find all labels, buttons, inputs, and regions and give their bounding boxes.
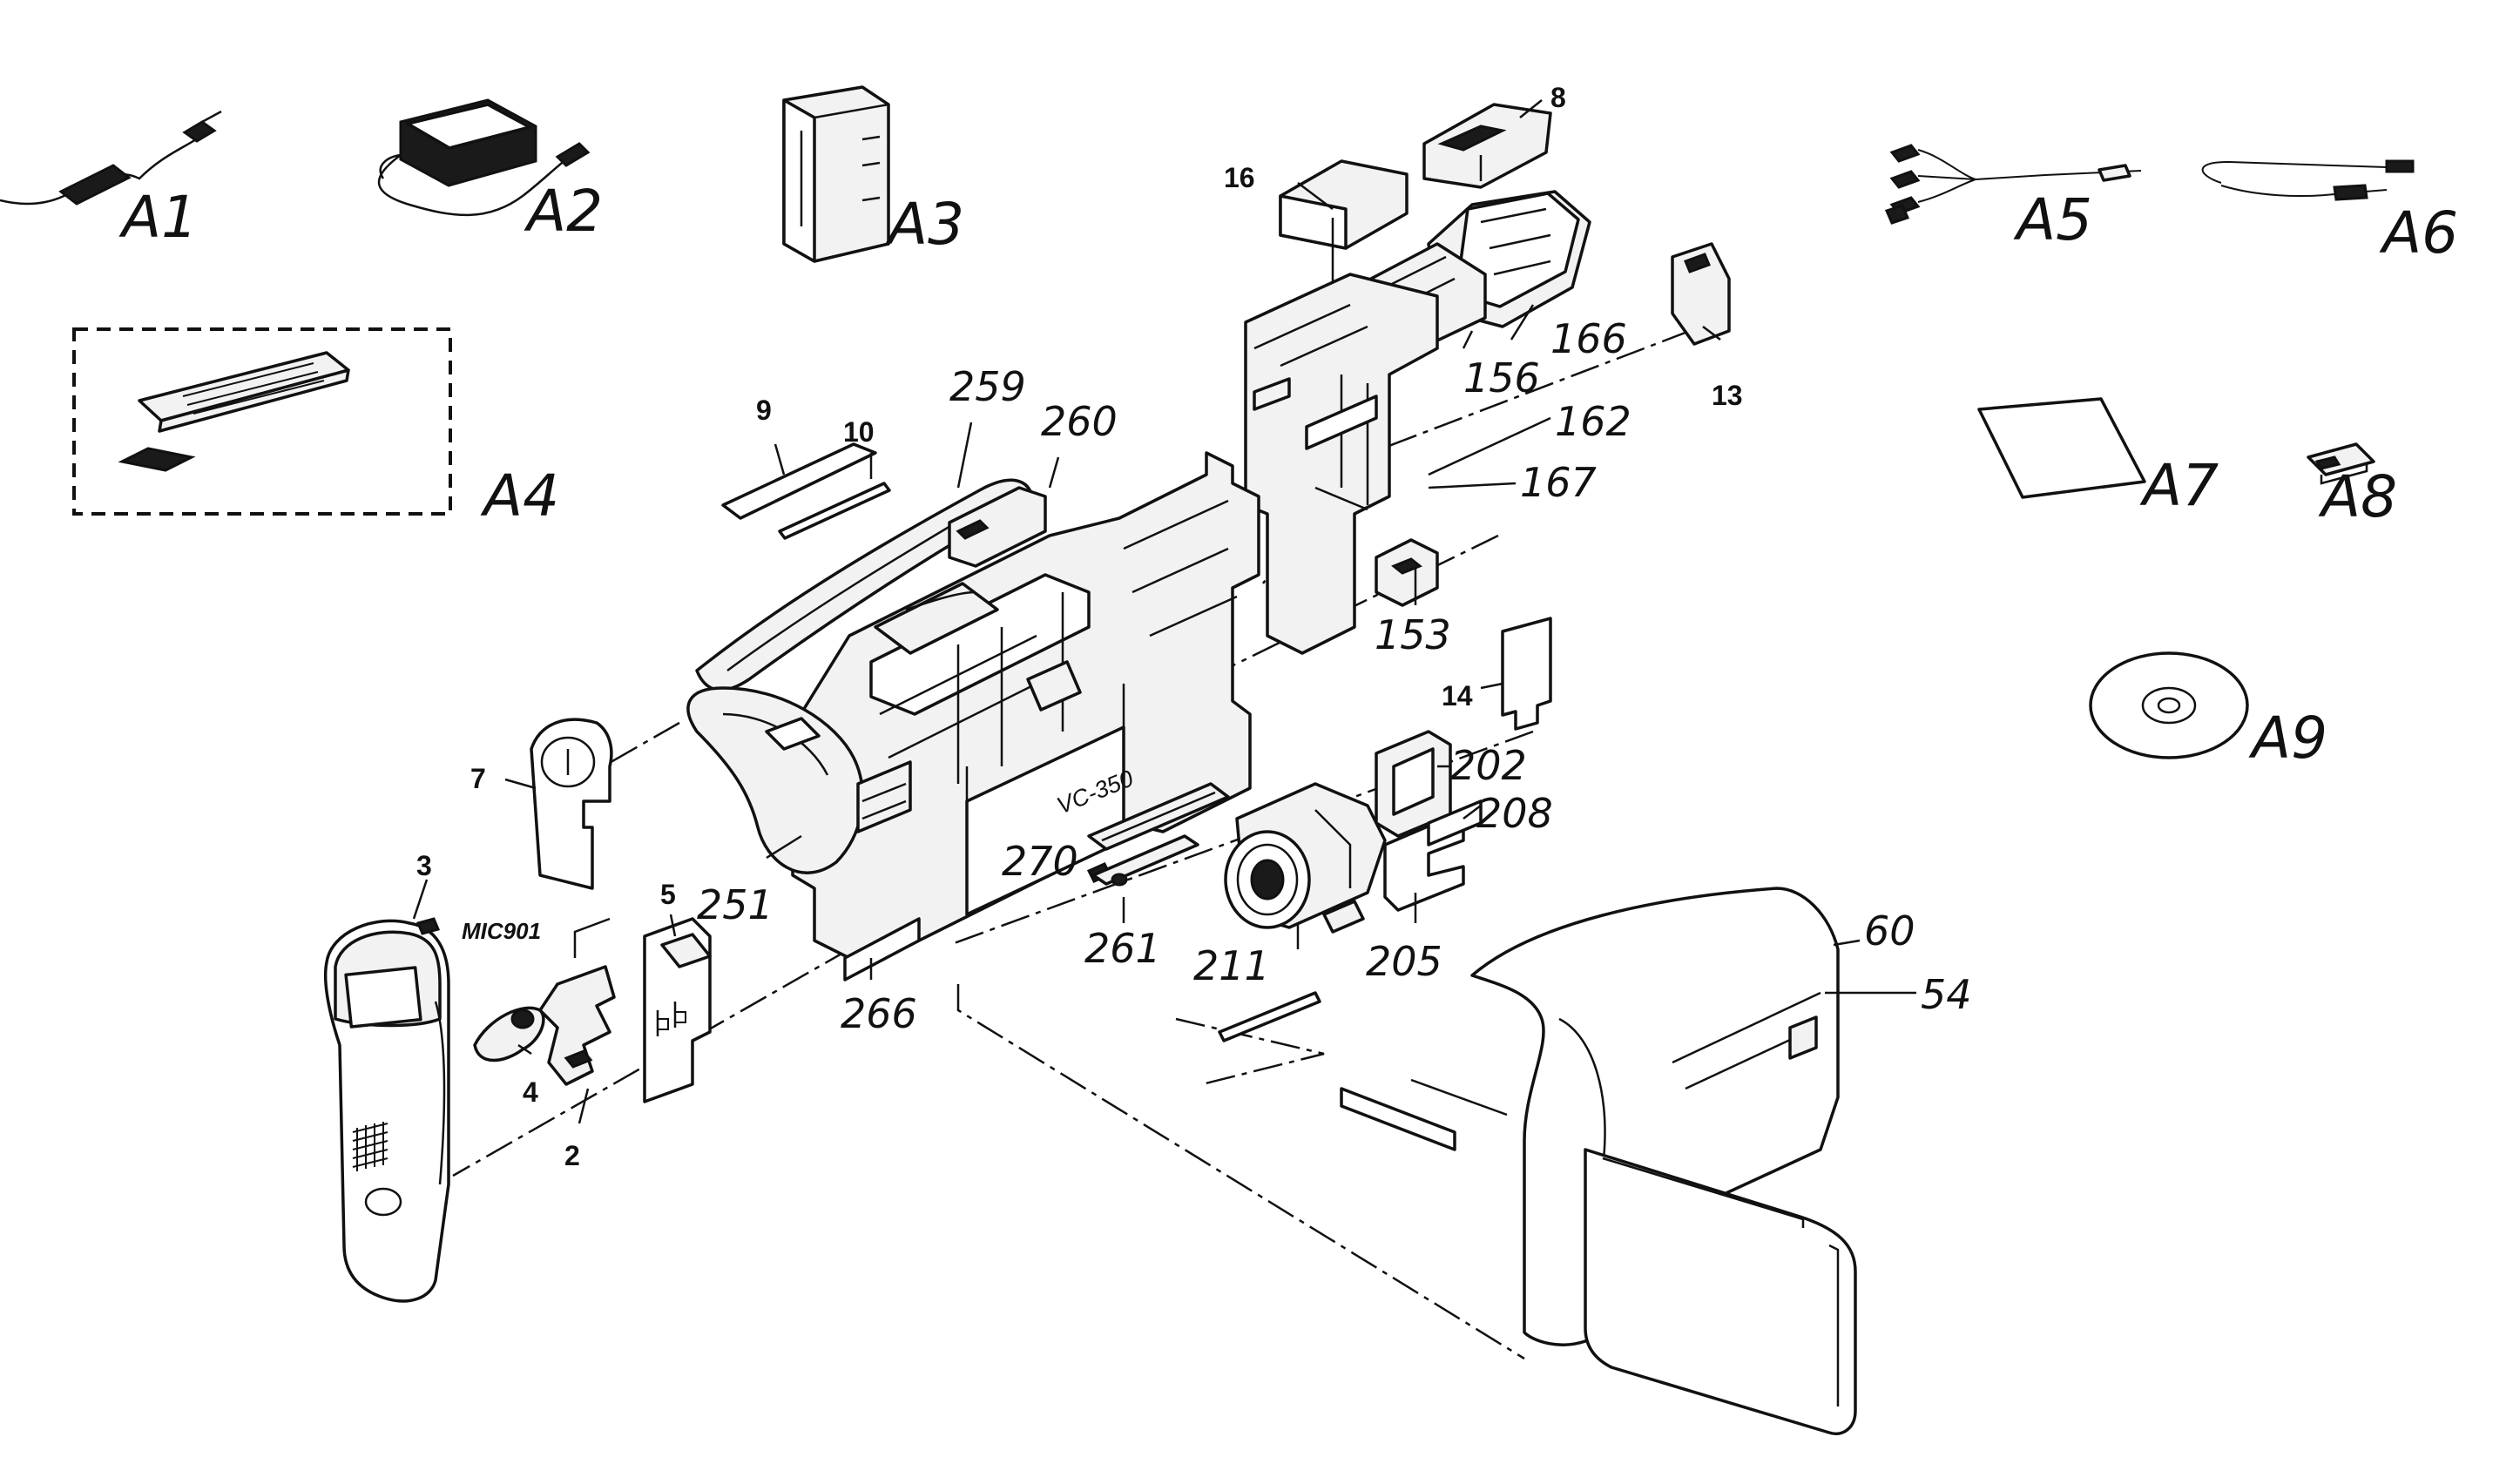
- part-202-bracket: [1375, 730, 1452, 838]
- accessory-a8-clip: [2307, 442, 2375, 485]
- accessory-a4-box: [72, 327, 452, 516]
- label-part-9: 9: [756, 395, 772, 426]
- accessory-a2-ac-adapter: [377, 98, 591, 217]
- part-261-switch: [1091, 834, 1199, 887]
- part-270-cover: [1087, 782, 1230, 851]
- label-mic901: MIC901: [462, 918, 541, 944]
- part-3-front-cover: [323, 917, 450, 1303]
- label-part-54: 54: [1921, 971, 1972, 1018]
- part-211-lens-assembly: [1224, 782, 1387, 934]
- label-part-156: 156: [1463, 354, 1540, 401]
- label-part-2: 2: [564, 1140, 580, 1171]
- label-part-153: 153: [1375, 611, 1451, 658]
- part-153-sensor-holder: [1375, 538, 1439, 607]
- part-9-strip: [721, 442, 877, 520]
- part-13-cover-plate: [1671, 242, 1731, 346]
- part-5-side-bracket: [643, 917, 712, 1103]
- label-a8: A8: [2318, 463, 2397, 530]
- part-16-mount: [1279, 159, 1408, 322]
- main-chassis: [791, 451, 1260, 968]
- label-part-259: 259: [949, 363, 1026, 410]
- accessory-a4-remote: [118, 351, 350, 472]
- viewfinder-chassis: [1244, 273, 1439, 655]
- label-part-3: 3: [416, 850, 432, 881]
- label-part-202: 202: [1450, 742, 1527, 789]
- part-208-sheet: [1427, 799, 1483, 847]
- label-part-211: 211: [1193, 942, 1270, 989]
- label-a1: A1: [118, 184, 198, 251]
- label-a5: A5: [2013, 186, 2092, 253]
- label-part-266: 266: [841, 990, 917, 1037]
- part-14-small-plate: [1501, 617, 1552, 731]
- part-2-circuit-board: [538, 917, 616, 1086]
- label-part-260: 260: [1041, 398, 1118, 445]
- label-a9: A9: [2248, 705, 2327, 772]
- speaker-grille: [352, 1122, 388, 1171]
- lower-flex-cable: [1218, 991, 1321, 1042]
- label-part-251: 251: [697, 881, 773, 928]
- leader-lines: [412, 99, 1916, 1124]
- label-part-205: 205: [1366, 938, 1442, 985]
- accessory-a6-usb-cable: [2201, 159, 2415, 201]
- label-part-208: 208: [1476, 790, 1553, 837]
- accessory-a7-sheet: [1977, 397, 2146, 499]
- label-part-8: 8: [1550, 82, 1566, 113]
- label-part-60: 60: [1864, 907, 1915, 954]
- part-251-board: [856, 760, 912, 833]
- label-part-270: 270: [1002, 838, 1078, 885]
- label-part-4: 4: [523, 1076, 538, 1108]
- label-part-162: 162: [1555, 398, 1631, 445]
- label-a3: A3: [885, 191, 964, 258]
- label-part-10: 10: [843, 416, 875, 448]
- label-part-13: 13: [1712, 380, 1743, 411]
- part-7-lens-cap: [530, 718, 613, 890]
- part-8-top-bracket: [1422, 103, 1552, 189]
- part-4-mic-holder: [473, 1006, 545, 1062]
- accessory-a5-av-cable: [1884, 144, 2142, 225]
- part-54-lcd-panel: [1340, 1078, 1857, 1435]
- part-266-flex-cable: [843, 917, 921, 981]
- label-a2: A2: [524, 178, 603, 245]
- label-part-261: 261: [1084, 925, 1161, 972]
- part-10-strip: [778, 482, 891, 540]
- accessory-a9-disc: [2089, 651, 2249, 759]
- label-part-167: 167: [1520, 459, 1597, 506]
- label-part-166: 166: [1550, 315, 1627, 362]
- label-part-16: 16: [1224, 162, 1255, 193]
- part-260-side-frame: [948, 486, 1047, 568]
- label-part-14: 14: [1442, 680, 1473, 712]
- label-a7: A7: [2139, 452, 2219, 519]
- accessory-a1-cord: [0, 110, 222, 206]
- label-part-5: 5: [660, 879, 676, 910]
- label-part-7: 7: [470, 763, 486, 794]
- accessory-a3-battery: [782, 85, 890, 263]
- label-a6: A6: [2379, 199, 2458, 266]
- assembly-axis-line: [956, 984, 1525, 1360]
- label-a4: A4: [480, 462, 559, 530]
